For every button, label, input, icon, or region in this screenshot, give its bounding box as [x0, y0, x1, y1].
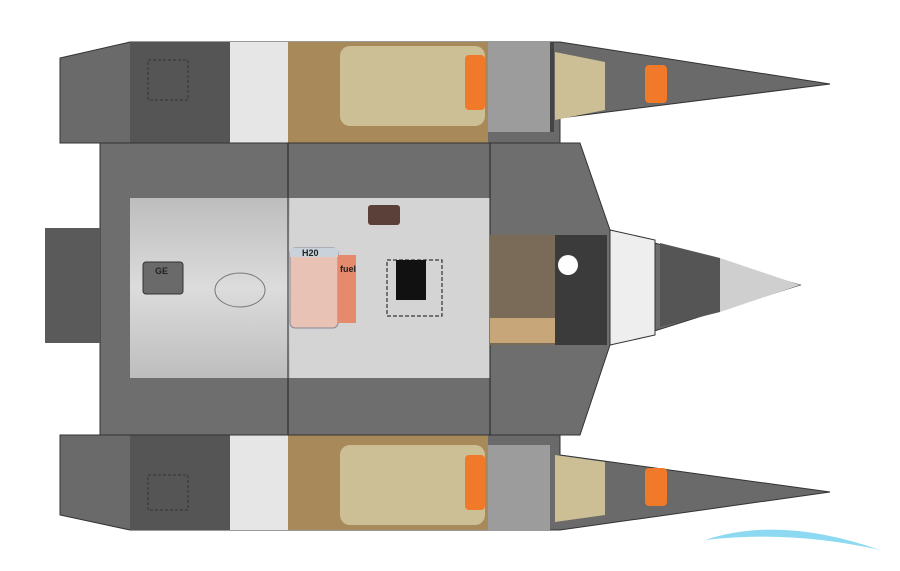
berth	[340, 445, 485, 525]
stairs	[396, 260, 426, 300]
watermark-logo	[705, 529, 880, 550]
pillow	[465, 55, 485, 110]
generator-label: GE	[155, 266, 168, 276]
water-tank-label: H20	[302, 248, 319, 258]
main-hull: H20 fuel GE	[45, 142, 802, 436]
bottom-ama	[59, 434, 831, 531]
pillow	[465, 455, 485, 510]
top-ama	[59, 41, 831, 144]
pillow	[645, 65, 667, 103]
pillow	[645, 468, 667, 506]
berth	[555, 455, 605, 522]
fuel-tank-label: fuel	[340, 264, 356, 274]
engine	[214, 272, 266, 308]
berth	[340, 46, 485, 126]
berth	[555, 52, 605, 120]
